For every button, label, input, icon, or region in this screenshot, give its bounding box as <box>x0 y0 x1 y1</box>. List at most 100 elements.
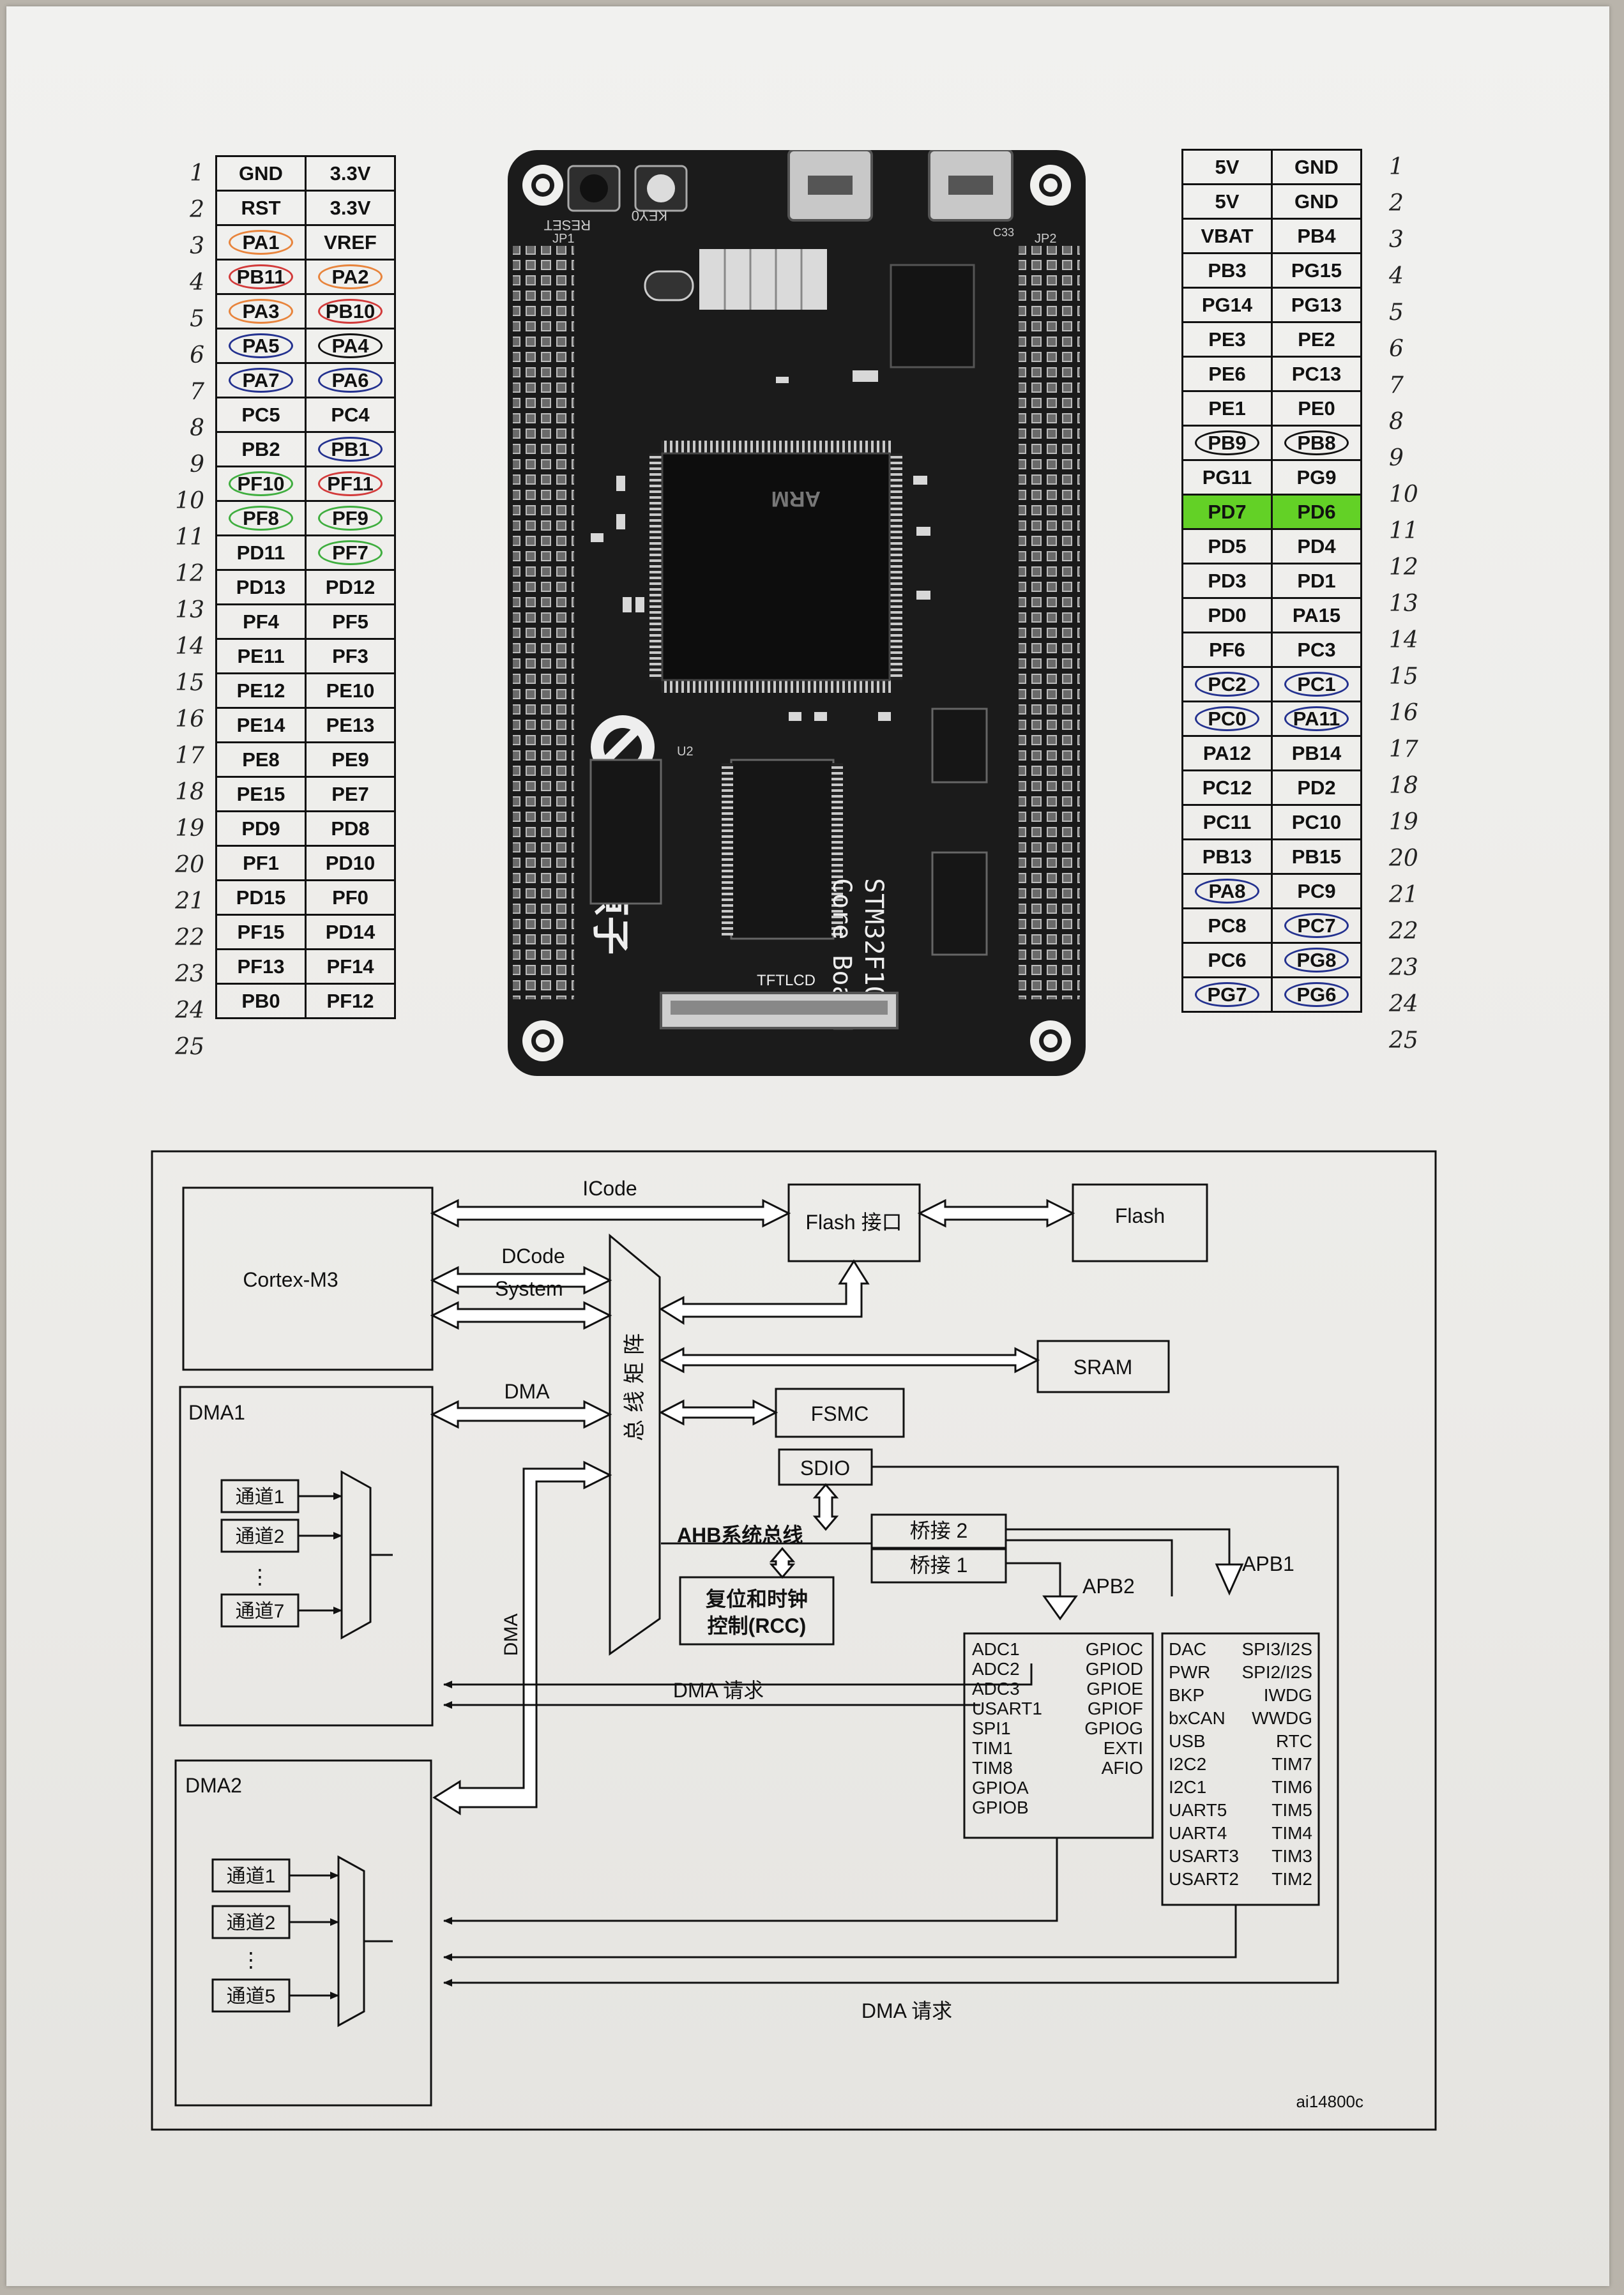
pin-cell: RST <box>215 190 307 226</box>
row-number: 13 <box>1389 591 1418 617</box>
peripheral-label: TIM5 <box>1271 1800 1312 1820</box>
rcc-label-2: 控制(RCC) <box>708 1614 807 1637</box>
bus-matrix-char: 矩 <box>623 1362 647 1384</box>
pin-label: RST <box>241 196 281 219</box>
pin-cell: PB9 <box>1181 425 1273 461</box>
bus-matrix-shape <box>609 1233 661 1656</box>
apb1-label: APB1 <box>1242 1552 1294 1575</box>
pin-label: PF15 <box>237 920 285 943</box>
row-number: 8 <box>190 415 204 441</box>
pin-label: PF5 <box>332 610 368 633</box>
c33-label: C33 <box>993 226 1014 239</box>
pin-row: PD0 PA15 <box>1181 597 1362 633</box>
pin-label: PA15 <box>1292 603 1341 626</box>
pin-label: 5V <box>1215 190 1240 213</box>
pin-cell: PC12 <box>1181 769 1273 806</box>
pin-label: PF0 <box>332 886 368 909</box>
pin-label: PG9 <box>1296 466 1337 489</box>
pin-label: PD15 <box>236 886 286 909</box>
pin-cell: PE9 <box>305 741 396 778</box>
row-number: 11 <box>1389 518 1418 544</box>
bridge1-label: 桥接 1 <box>910 1554 968 1577</box>
pin-cell: PD0 <box>1181 597 1273 633</box>
pin-label: PD4 <box>1297 534 1336 557</box>
pin-cell: PC1 <box>1271 666 1362 702</box>
diagram-frame <box>151 1150 1437 2131</box>
pin-cell: PG6 <box>1271 976 1362 1013</box>
pin-label: PA11 <box>1293 707 1340 730</box>
row-number: 25 <box>1389 1027 1418 1054</box>
pin-cell: PC2 <box>1181 666 1273 702</box>
ref-label: ai14800c <box>1296 2092 1363 2111</box>
row-number: 3 <box>190 233 204 259</box>
dma2-dots: ⋮ <box>241 1948 261 1971</box>
pin-label: PB4 <box>1297 224 1336 247</box>
pin-cell: PA1 <box>215 224 307 261</box>
pin-label: PF13 <box>237 955 285 978</box>
peripheral-label: ADC2 <box>972 1659 1020 1679</box>
pin-label: PC2 <box>1208 672 1247 695</box>
peripheral-label: USART3 <box>1169 1846 1239 1866</box>
pin-cell: PB11 <box>215 259 307 295</box>
row-number: 23 <box>175 961 204 987</box>
rcc-label-1: 复位和时钟 <box>706 1587 808 1610</box>
pin-cell: 5V <box>1181 149 1273 185</box>
pin-cell: PE2 <box>1271 321 1362 358</box>
row-number: 12 <box>175 561 204 587</box>
left-pin-header <box>513 246 574 999</box>
row-number: 24 <box>1389 991 1418 1017</box>
pin-cell: PF10 <box>215 466 307 502</box>
pin-label: PA8 <box>1208 879 1246 902</box>
row-number: 11 <box>175 524 204 550</box>
peripheral-label: GPIOF <box>1088 1699 1143 1718</box>
pin-cell: PB8 <box>1271 425 1362 461</box>
mounting-holes <box>522 165 1071 1061</box>
pin-label: PA2 <box>331 265 369 288</box>
pin-label: PC12 <box>1202 776 1252 799</box>
pin-cell: PE13 <box>305 707 396 743</box>
row-number: 10 <box>175 488 204 514</box>
reset-label: RESET <box>544 217 591 233</box>
row-number: 19 <box>175 815 204 842</box>
pin-label: PE3 <box>1208 328 1246 351</box>
pin-label: PF9 <box>332 506 368 529</box>
pin-label: PC11 <box>1203 810 1252 833</box>
row-number: 22 <box>1389 918 1418 944</box>
pin-label: PA4 <box>331 334 369 357</box>
pin-cell: PD8 <box>305 810 396 847</box>
pin-label: PB1 <box>331 437 370 460</box>
stm32-bus-diagram: Cortex-M3 ICode DCode System DMA Flash 接… <box>151 1150 1437 2131</box>
pin-cell: PD5 <box>1181 528 1273 564</box>
pin-label: PE11 <box>237 644 285 667</box>
pin-cell: PE12 <box>215 672 307 709</box>
pin-label: GND <box>1294 190 1339 213</box>
pin-label: PC13 <box>1291 362 1342 385</box>
pin-cell: PD4 <box>1271 528 1362 564</box>
pin-cell: VREF <box>305 224 396 261</box>
cortex-box <box>182 1186 434 1371</box>
pin-cell: PF6 <box>1181 632 1273 668</box>
pin-cell: PG7 <box>1181 976 1273 1013</box>
pin-label: PD6 <box>1297 500 1336 523</box>
pin-label: PE13 <box>326 713 375 736</box>
pin-cell: PF7 <box>305 534 396 571</box>
pin-cell: PD7 <box>1181 494 1273 530</box>
pin-label: PF1 <box>243 851 279 874</box>
pin-row: PE14 PE13 <box>215 707 396 743</box>
pin-label: PE9 <box>331 748 369 771</box>
pin-cell: PE14 <box>215 707 307 743</box>
row-number: 9 <box>190 451 204 478</box>
flash-label: Flash <box>1115 1204 1165 1227</box>
pin-cell: PE10 <box>305 672 396 709</box>
row-number: 22 <box>175 925 204 951</box>
peripheral-label: UART4 <box>1169 1823 1227 1843</box>
pin-cell: PC7 <box>1271 907 1362 944</box>
pin-cell: 3.3V <box>305 190 396 226</box>
pin-row: 5V GND <box>1181 183 1362 220</box>
